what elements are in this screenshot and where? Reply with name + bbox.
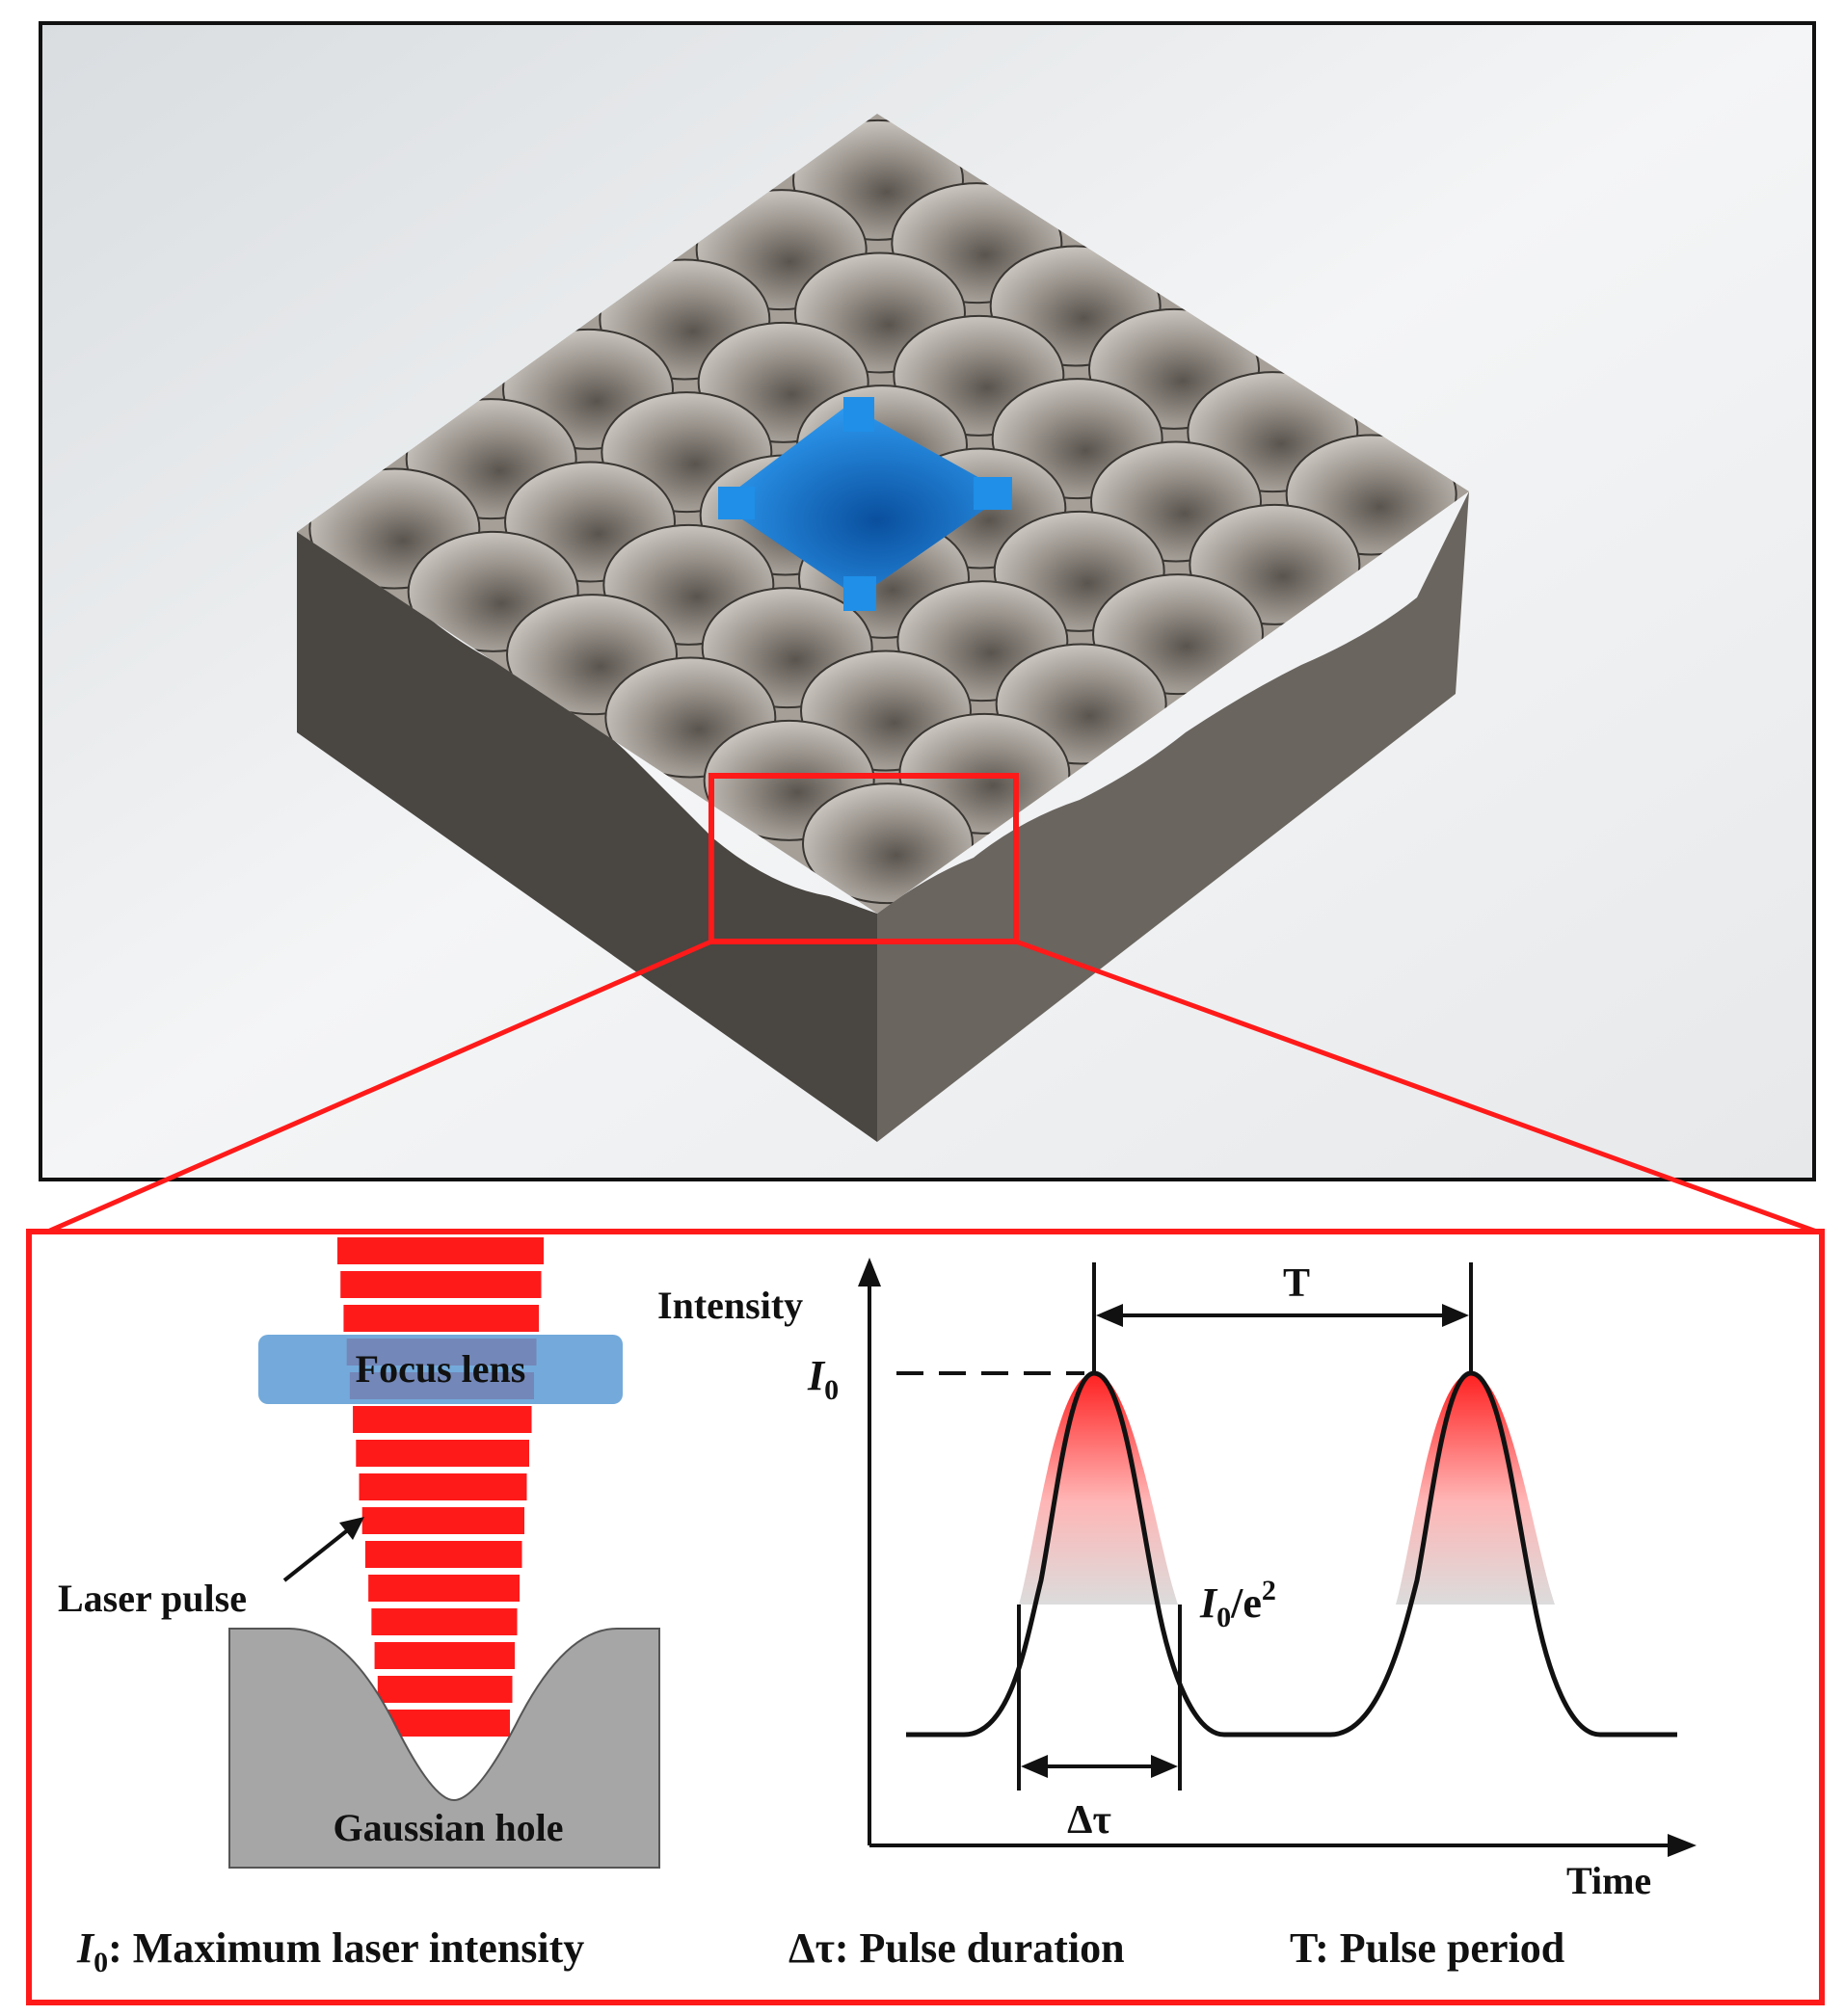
bottom-panel: Focus lens Laser pulse Gaussian hole Int… xyxy=(26,1229,1825,2005)
pulse-bar xyxy=(374,1642,515,1669)
pulse-bar xyxy=(364,1541,522,1568)
selected-cell xyxy=(718,397,1012,611)
pulse-bar xyxy=(343,1305,539,1332)
zoom-line-left xyxy=(41,939,713,1236)
block-side-right xyxy=(877,491,1469,1142)
x-axis-arrowhead xyxy=(1668,1834,1697,1857)
pulse-bar xyxy=(371,1608,518,1635)
dimple-grid xyxy=(308,119,1457,905)
threshold-label: I0/e2 xyxy=(1199,1575,1276,1633)
laser-pulse-arrowhead xyxy=(339,1517,364,1540)
duration-arrowhead-right xyxy=(1151,1755,1178,1778)
y-axis-label: Intensity xyxy=(657,1284,803,1327)
duration-label: Δτ xyxy=(1067,1798,1111,1843)
pulse-bar xyxy=(337,1237,544,1264)
focus-lens xyxy=(258,1335,623,1404)
zoom-line-right xyxy=(1015,939,1823,1236)
pulse-bar xyxy=(356,1440,529,1467)
gaussian-hole-label: Gaussian hole xyxy=(334,1806,564,1849)
pulse-bar xyxy=(353,1406,532,1433)
top-panel xyxy=(39,21,1816,1181)
dimple xyxy=(802,783,974,905)
y-axis-arrowhead xyxy=(858,1258,881,1287)
pulse-plot: Intensity Time I0 T I0/e2 xyxy=(657,1258,1697,1902)
pulse-1-shading xyxy=(1019,1373,1178,1605)
highlight-box xyxy=(708,773,1019,944)
period-label: T xyxy=(1283,1261,1310,1306)
pulse-bar xyxy=(381,1710,510,1737)
legend-duration: Δτ: Pulse duration xyxy=(788,1924,1125,1972)
pulse-bar xyxy=(377,1676,513,1703)
legend-i0: I0: Maximum laser intensity xyxy=(76,1924,584,1978)
gaussian-hole-block xyxy=(228,1628,660,1869)
textured-surface-3d-model-icon xyxy=(297,114,1469,1142)
pulse-2-shading xyxy=(1396,1373,1555,1605)
legend-period: T: Pulse period xyxy=(1290,1924,1564,1972)
block-side-left xyxy=(297,532,877,1142)
pulse-bar xyxy=(340,1271,542,1298)
pulse-bar xyxy=(368,1575,520,1602)
i0-axis-label: I0 xyxy=(807,1352,839,1406)
period-arrowhead-left xyxy=(1096,1304,1123,1327)
focus-lens-label: Focus lens xyxy=(356,1347,526,1391)
laser-pulse-label: Laser pulse xyxy=(58,1577,247,1620)
pulse-bar xyxy=(361,1507,524,1534)
period-arrowhead-right xyxy=(1442,1304,1469,1327)
x-axis-label: Time xyxy=(1566,1859,1651,1902)
laser-pulse-arrow xyxy=(282,1523,357,1582)
duration-arrowhead-left xyxy=(1021,1755,1048,1778)
pulse-bar xyxy=(359,1473,527,1500)
pulse-curve xyxy=(906,1370,1677,1737)
